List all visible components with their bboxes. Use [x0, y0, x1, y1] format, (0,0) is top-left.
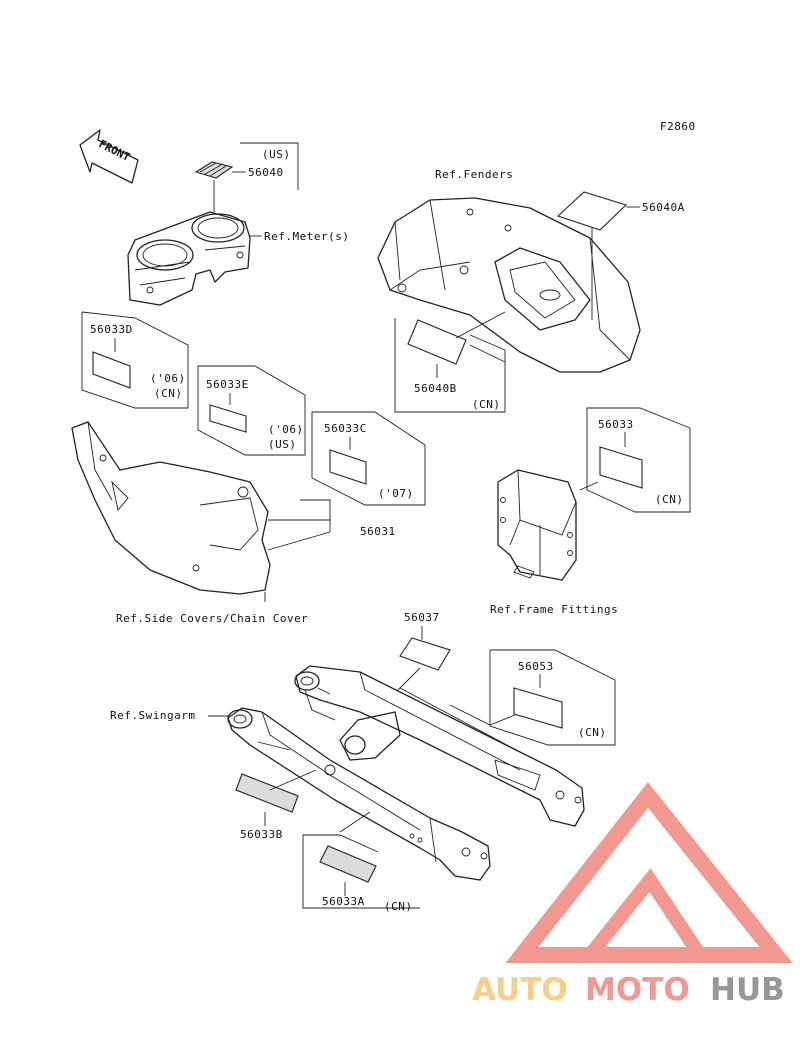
label-56033D: 56033D [90, 323, 133, 336]
box-56031 [267, 519, 331, 551]
sticker-56033C [329, 449, 367, 485]
note-56040-us: (US) [262, 148, 291, 161]
watermark-logo: AUTO MOTO HUB [472, 782, 793, 1008]
label-56031: 56031 [360, 525, 396, 538]
ref-fenders-label: Ref.Fenders [435, 168, 513, 181]
label-56037: 56037 [404, 611, 440, 624]
label-56033C: 56033C [324, 422, 367, 435]
ref-swingarm-label: Ref.Swingarm [110, 709, 195, 722]
label-56033E: 56033E [206, 378, 249, 391]
note-56040B-cn: (CN) [472, 398, 501, 411]
swingarm-part [227, 665, 585, 881]
note-56053-cn: (CN) [578, 726, 607, 739]
sticker-56053 [513, 687, 563, 729]
sticker-56040B [407, 319, 467, 365]
sticker-56040A [556, 191, 628, 231]
sticker-56033B [235, 773, 299, 813]
label-56033A: 56033A [322, 895, 365, 908]
box-56033C [311, 411, 426, 506]
front-label: FRONT [97, 137, 133, 164]
ref-meter-label: Ref.Meter(s) [264, 230, 349, 243]
front-arrow-icon: FRONT [79, 129, 139, 184]
box-56033D [81, 311, 189, 409]
note-56033-cn: (CN) [655, 493, 684, 506]
sticker-56033E [209, 404, 247, 433]
note-56033D-cn: (CN) [154, 387, 183, 400]
sticker-56033A [319, 845, 377, 883]
fender-part [377, 197, 641, 373]
sticker-56040 [194, 161, 234, 179]
label-56040: 56040 [248, 166, 284, 179]
note-56033E-us: (US) [268, 438, 297, 451]
ref-side-covers-label: Ref.Side Covers/Chain Cover [116, 612, 308, 625]
watermark-triangle-icon [505, 782, 793, 963]
side-cover-part [71, 421, 271, 595]
box-56033 [586, 407, 691, 513]
figure-code: F2860 [660, 120, 696, 133]
frame-fitting-part [497, 469, 577, 581]
box-56033E [197, 365, 306, 456]
box-56033A [302, 834, 420, 909]
sticker-56033 [599, 446, 643, 489]
note-56033A-cn: (CN) [384, 900, 413, 913]
meter-part [127, 211, 251, 306]
label-56033: 56033 [598, 418, 634, 431]
ref-frame-label: Ref.Frame Fittings [490, 603, 618, 616]
label-56033B: 56033B [240, 828, 283, 841]
watermark-hub: HUB [710, 972, 785, 1008]
watermark-moto: MOTO [585, 972, 690, 1008]
sticker-56033D [92, 351, 131, 389]
label-56040A: 56040A [642, 201, 685, 214]
label-56040B: 56040B [414, 382, 457, 395]
box-56053 [489, 649, 616, 746]
note-56033D-06: ('06) [150, 372, 186, 385]
note-56033C-07: ('07) [378, 487, 414, 500]
note-56033E-06: ('06) [268, 423, 304, 436]
sticker-56037 [399, 637, 451, 671]
label-56053: 56053 [518, 660, 554, 673]
watermark-auto: AUTO [472, 972, 568, 1008]
